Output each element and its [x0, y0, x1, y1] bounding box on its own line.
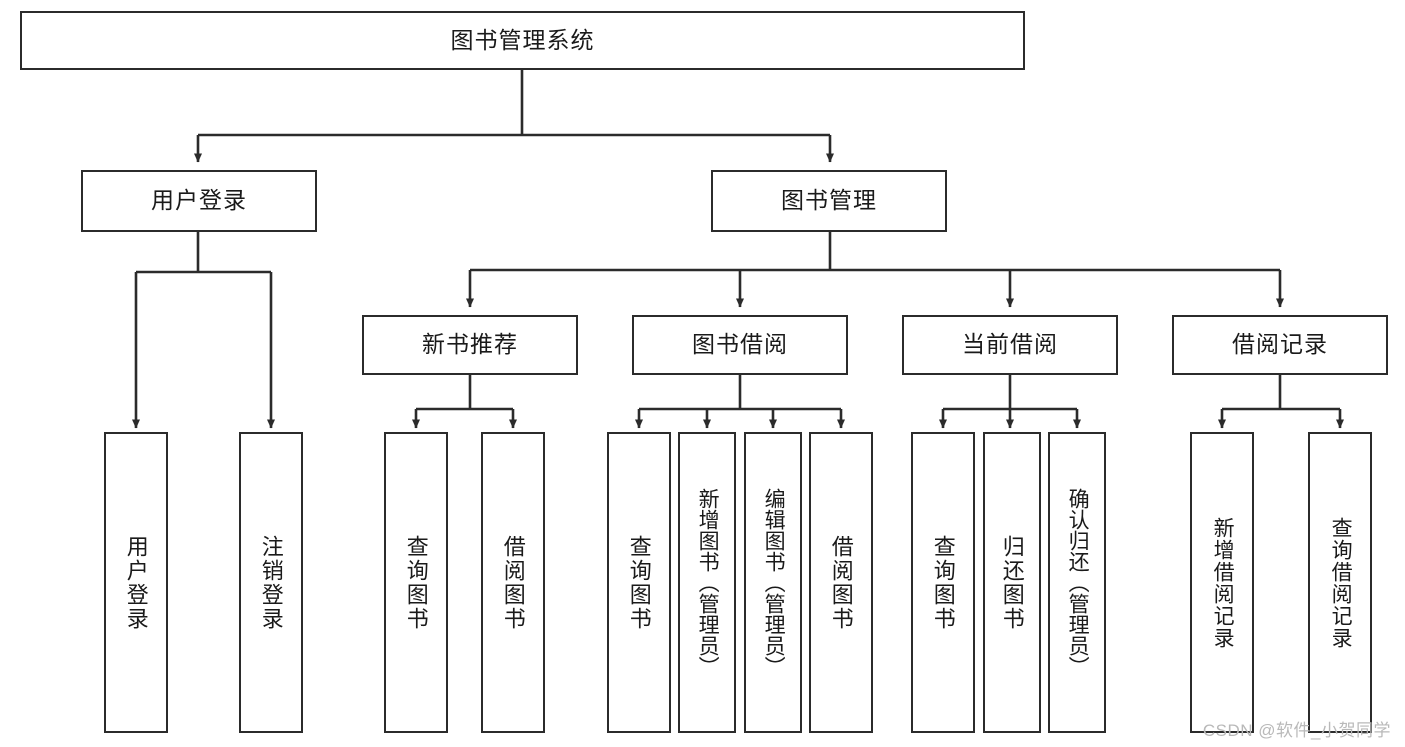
node-current-borrow[interactable]: 当前借阅 [902, 315, 1118, 375]
leaf-label: 新增图书（管理员） [696, 488, 720, 677]
leaf-label: 借阅图书 [500, 534, 526, 631]
leaf-label: 查询借阅记录 [1329, 516, 1353, 649]
leaf-borrow-add-book-admin[interactable]: 新增图书（管理员） [678, 432, 736, 733]
node-root-book-management-system[interactable]: 图书管理系统 [20, 11, 1025, 70]
leaf-label: 编辑图书（管理员） [762, 488, 786, 677]
leaf-label: 归还图书 [999, 534, 1025, 631]
node-borrow-record-label: 借阅记录 [1232, 331, 1328, 358]
node-book-management[interactable]: 图书管理 [711, 170, 947, 232]
node-book-borrow-label: 图书借阅 [692, 331, 788, 358]
leaf-new-book-query-book[interactable]: 查询图书 [384, 432, 448, 733]
node-new-book-recommend-label: 新书推荐 [422, 331, 518, 358]
leaf-label: 查询图书 [626, 534, 652, 631]
leaf-label: 确认归还（管理员） [1066, 488, 1090, 677]
leaf-label: 借阅图书 [828, 534, 854, 631]
leaf-borrow-edit-book-admin[interactable]: 编辑图书（管理员） [744, 432, 802, 733]
leaf-borrow-borrow-book[interactable]: 借阅图书 [809, 432, 873, 733]
leaf-label: 新增借阅记录 [1211, 516, 1235, 649]
leaf-label: 查询图书 [930, 534, 956, 631]
node-user-login[interactable]: 用户登录 [81, 170, 317, 232]
leaf-user-login-signin[interactable]: 用户登录 [104, 432, 168, 733]
leaf-label: 注销登录 [258, 534, 284, 631]
node-book-borrow[interactable]: 图书借阅 [632, 315, 848, 375]
leaf-label: 用户登录 [123, 534, 149, 631]
leaf-borrow-query-book[interactable]: 查询图书 [607, 432, 671, 733]
node-borrow-record[interactable]: 借阅记录 [1172, 315, 1388, 375]
leaf-record-add-borrow-record[interactable]: 新增借阅记录 [1190, 432, 1254, 733]
watermark-text: CSDN @软件_小贺同学 [1202, 721, 1391, 740]
leaf-current-confirm-return-admin[interactable]: 确认归还（管理员） [1048, 432, 1106, 733]
node-current-borrow-label: 当前借阅 [962, 331, 1058, 358]
leaf-current-return-book[interactable]: 归还图书 [983, 432, 1041, 733]
leaf-new-book-borrow-book[interactable]: 借阅图书 [481, 432, 545, 733]
leaf-current-query-book[interactable]: 查询图书 [911, 432, 975, 733]
leaf-user-login-logout[interactable]: 注销登录 [239, 432, 303, 733]
node-new-book-recommend[interactable]: 新书推荐 [362, 315, 578, 375]
leaf-record-query-borrow-record[interactable]: 查询借阅记录 [1308, 432, 1372, 733]
node-user-login-label: 用户登录 [151, 187, 247, 214]
leaf-label: 查询图书 [403, 534, 429, 631]
node-book-management-label: 图书管理 [781, 187, 877, 214]
node-root-label: 图书管理系统 [450, 26, 595, 53]
